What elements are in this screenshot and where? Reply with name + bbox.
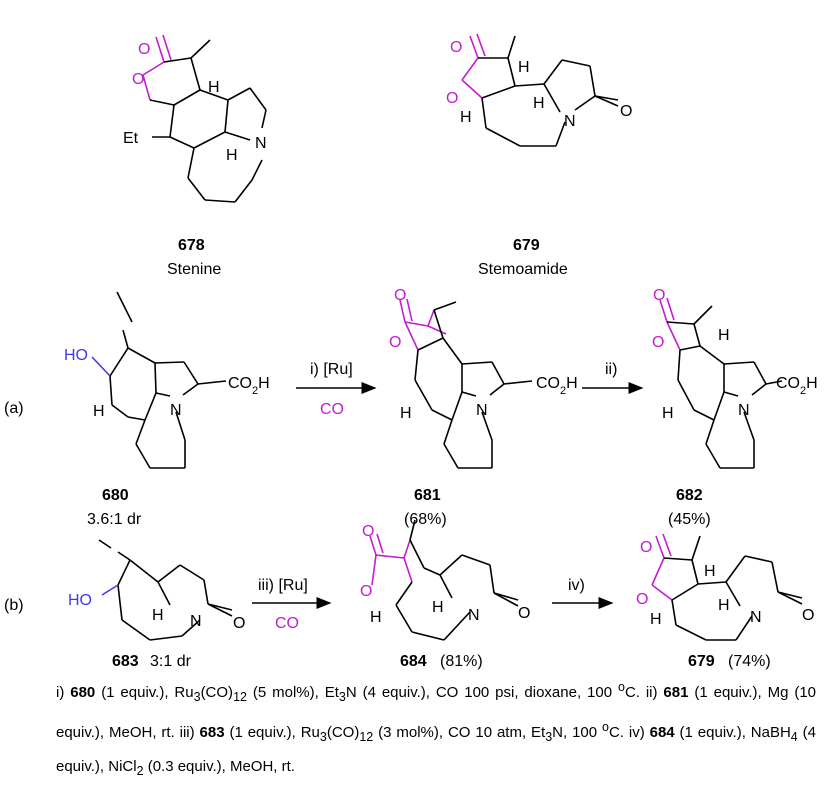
hydroxyl-bond-683 xyxy=(101,584,119,596)
compound-name-678: Stenine xyxy=(167,261,221,278)
step1-gas: CO xyxy=(320,401,344,418)
atom-n-680: N xyxy=(170,402,182,419)
cond-part-4: (1 equiv.), Ru3(CO)12 (3 mol%), CO 10 at… xyxy=(224,720,650,744)
structure-678 xyxy=(142,34,267,203)
acid-label-681: CO2H xyxy=(536,375,578,397)
step1-label: i) [Ru] xyxy=(310,361,353,378)
atom-h3-679-top: H xyxy=(460,109,472,126)
atom-n-679-top: N xyxy=(564,113,576,130)
atom-h2-684: H xyxy=(370,609,382,626)
atom-o-ring-679-top: O xyxy=(446,90,458,107)
atom-o-carbonyl-678: O xyxy=(138,41,150,58)
lactone-682 xyxy=(659,297,681,351)
compound-number-681: 681 xyxy=(414,487,441,504)
atom-h1-679-top: H xyxy=(518,59,530,76)
cond-part-3: (1 equiv.), Mg (10 equiv.), MeOH, rt. ii… xyxy=(56,684,817,741)
cond-ref-683: 683 xyxy=(199,724,225,741)
atom-h2-678: H xyxy=(226,147,238,164)
atom-ho-680: HO xyxy=(64,347,88,364)
cond-part-1: i) xyxy=(56,684,71,701)
atom-h1-682: H xyxy=(662,405,674,422)
structure-679-product xyxy=(651,533,803,641)
atom-o-carbonyl-681: O xyxy=(394,287,406,304)
reaction-conditions: i) 680 (1 equiv.), Ru3(CO)12 (5 mol%), E… xyxy=(56,672,816,786)
structure-682 xyxy=(659,297,783,469)
dr-note-680: 3.6:1 dr xyxy=(87,511,142,528)
atom-o-ring-679-product: O xyxy=(636,591,648,608)
yield-679-svg: (74%) xyxy=(728,653,771,670)
yield-681: (68%) xyxy=(404,511,447,528)
atom-h3-679-product: H xyxy=(650,611,662,628)
atom-n-683: N xyxy=(190,613,202,630)
yield-684-svg: (81%) xyxy=(440,653,483,670)
cond-part-2: (1 equiv.), Ru3(CO)12 (5 mol%), Et3N (4 … xyxy=(95,680,664,704)
lactone-ring-679-top xyxy=(461,33,486,99)
atom-n-681: N xyxy=(476,402,488,419)
atom-h-681: H xyxy=(400,405,412,422)
compound-number-679-top: 679 xyxy=(513,237,540,254)
atom-n-678: N xyxy=(255,135,267,152)
yield-682: (45%) xyxy=(668,511,711,528)
atom-o-carbonyl-684: O xyxy=(362,523,374,540)
lactone-679-product xyxy=(651,533,673,601)
structure-681 xyxy=(399,298,533,469)
atom-h2-682: H xyxy=(718,327,730,344)
step4-label: iv) xyxy=(568,577,585,594)
cond-ref-680: 680 xyxy=(70,684,96,701)
compound-number-680: 680 xyxy=(102,487,129,504)
acid-label-680: CO2H xyxy=(228,375,270,397)
lactone-ring-678 xyxy=(142,34,172,101)
atom-o-ring-682: O xyxy=(652,334,664,351)
atom-h1-679-product: H xyxy=(704,563,716,580)
atom-n-684: N xyxy=(468,607,480,624)
atom-o-amide-683: O xyxy=(233,615,245,632)
atom-h1-678: H xyxy=(208,79,220,96)
row-b-tag: (b) xyxy=(4,597,24,614)
compound-name-679: Stemoamide xyxy=(478,261,568,278)
compound-number-684: 684 xyxy=(400,653,427,670)
structure-684 xyxy=(369,519,519,641)
atom-h1-684: H xyxy=(432,599,444,616)
cond-part-5: (1 equiv.), NaBH4 (4 equiv.), NiCl2 (0.3… xyxy=(56,724,816,778)
compound-number-678: 678 xyxy=(178,237,205,254)
reaction-scheme: O O N H H Et 678 Stenine O O N O H H H 6… xyxy=(4,33,818,670)
atom-n-679-product: N xyxy=(750,609,762,626)
dr-note-683-svg: 3:1 dr xyxy=(150,653,192,670)
hydroxyl-bond-680 xyxy=(91,356,111,377)
ethyl-label-678: Et xyxy=(123,130,139,147)
butenolide-681 xyxy=(399,298,447,351)
step3-gas: CO xyxy=(275,615,299,632)
atom-ho-683: HO xyxy=(68,592,92,609)
atom-o-amide-679-product: O xyxy=(802,607,814,624)
butenolide-684 xyxy=(369,533,413,586)
structure-679-top xyxy=(461,33,619,147)
atom-o-amide-684: O xyxy=(518,605,530,622)
atom-o-amide-679-top: O xyxy=(620,103,632,120)
cond-ref-684: 684 xyxy=(649,724,675,741)
compound-number-682: 682 xyxy=(676,487,703,504)
compound-number-683: 683 xyxy=(112,653,139,670)
step3-label: iii) [Ru] xyxy=(258,577,308,594)
structure-683 xyxy=(98,539,233,641)
atom-o-ring-684: O xyxy=(360,583,372,600)
atom-h-683: H xyxy=(152,607,164,624)
atom-h2-679-product: H xyxy=(718,597,730,614)
row-a-tag: (a) xyxy=(4,400,24,417)
structure-680 xyxy=(109,291,227,469)
atom-h-680: H xyxy=(93,403,105,420)
compound-number-679-product: 679 xyxy=(688,653,715,670)
cond-ref-681: 681 xyxy=(663,684,689,701)
atom-n-682: N xyxy=(738,402,750,419)
atom-o-carbonyl-682: O xyxy=(653,287,665,304)
atom-o-ring-681: O xyxy=(389,334,401,351)
atom-o-ring-678: O xyxy=(132,71,144,88)
atom-o-carbonyl-679-product: O xyxy=(640,539,652,556)
atom-o-carbonyl-679-top: O xyxy=(450,39,462,56)
atom-h2-679-top: H xyxy=(533,95,545,112)
acid-label-682: CO2H xyxy=(776,375,818,397)
step2-label: ii) xyxy=(605,361,617,378)
